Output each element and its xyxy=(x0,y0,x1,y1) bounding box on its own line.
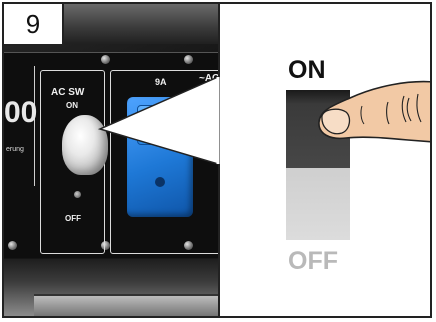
ac-switch-title: AC SW xyxy=(51,87,84,98)
left-fragment-small: erung xyxy=(6,146,24,153)
ac-switch-off-label: OFF xyxy=(65,214,81,223)
ac-switch-panel: AC SW ON OFF xyxy=(40,70,105,254)
socket-voltage: 230V xyxy=(199,86,220,96)
finger-pressing-icon xyxy=(316,76,432,152)
socket-amperage: 9A xyxy=(155,77,167,87)
socket-panel: 9A ~AC 230V xyxy=(110,70,220,254)
left-panel-fragment: 00 erung xyxy=(4,66,35,186)
power-socket-icon xyxy=(127,97,193,217)
ac-switch-on-label: ON xyxy=(66,101,78,110)
socket-type: ~AC xyxy=(199,73,219,84)
step-number: 9 xyxy=(4,4,64,46)
screw-icon xyxy=(8,241,17,250)
generator-photo: 00 erung AC SW ON OFF 9A ~AC 230V xyxy=(4,4,220,316)
socket-pinhole xyxy=(155,177,165,187)
indicator-light-icon xyxy=(74,191,81,198)
generator-frame-rail xyxy=(34,294,218,316)
screw-icon xyxy=(184,55,193,64)
ac-switch-knob[interactable] xyxy=(62,115,108,175)
left-fragment-large: 00 xyxy=(4,96,37,130)
socket-lid xyxy=(137,105,185,145)
screw-icon xyxy=(101,55,110,64)
switch-off-label: OFF xyxy=(288,247,338,276)
instruction-frame: 00 erung AC SW ON OFF 9A ~AC 230V 9 ON xyxy=(2,2,432,318)
rocker-off-side xyxy=(286,168,350,240)
